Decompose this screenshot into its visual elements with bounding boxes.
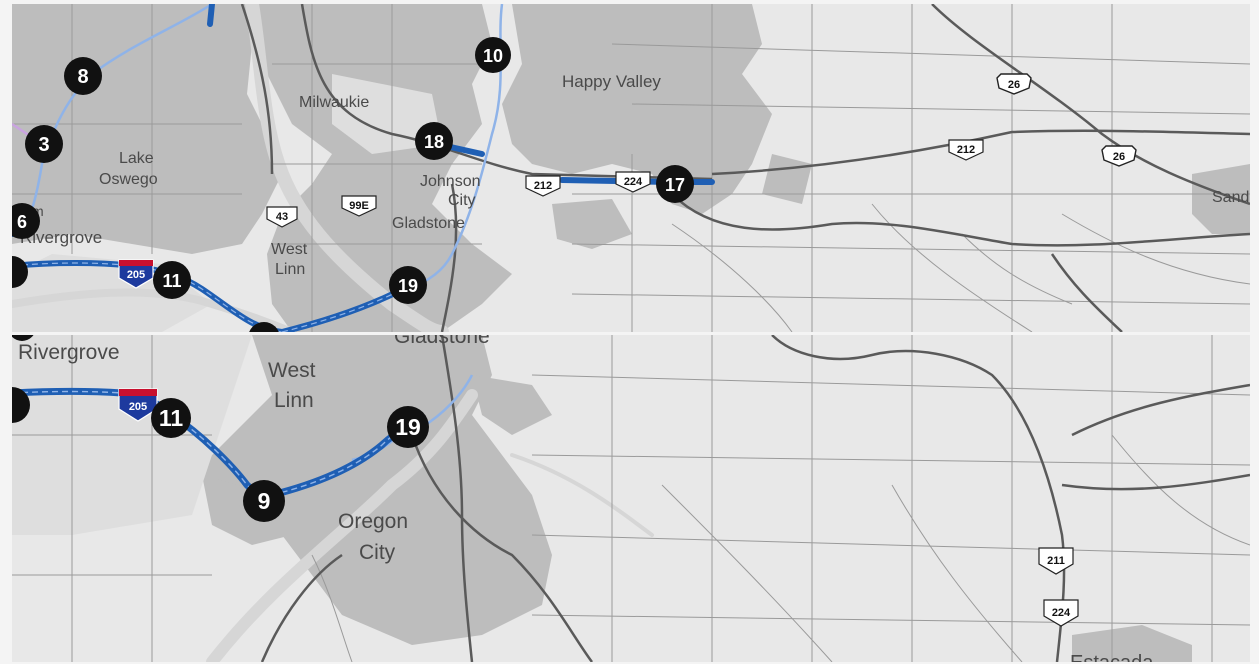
place-label-oswego: Oswego	[99, 171, 158, 188]
marker-17[interactable]: 17	[656, 165, 694, 203]
us-route-26-shield[interactable]: 26	[996, 73, 1032, 95]
place-label-west: West	[268, 359, 316, 382]
svg-text:9: 9	[258, 488, 271, 514]
svg-text:18: 18	[424, 132, 444, 152]
route-shields: 26 26 212 212 224	[118, 73, 1137, 289]
marker-partial-left	[12, 256, 28, 288]
place-label-estacada-partial: Estacada	[1070, 652, 1154, 662]
numbered-markers: 11 19 9	[12, 335, 429, 522]
us-route-26-shield-east[interactable]: 26	[1101, 145, 1137, 167]
place-label-city-oregon: City	[359, 541, 396, 564]
place-label-lake: Lake	[119, 150, 154, 167]
place-label-happy-valley: Happy Valley	[562, 72, 661, 91]
interstate-205-shield[interactable]: 205	[118, 259, 154, 289]
state-route-211-shield[interactable]: 211	[1038, 547, 1074, 575]
place-label-milwaukie: Milwaukie	[299, 94, 369, 111]
state-route-224-shield[interactable]: 224	[615, 171, 651, 193]
marker-6[interactable]: 6	[12, 203, 40, 239]
bottom-map-panel[interactable]: Rivergrove West Linn Oregon City Gladsto…	[12, 335, 1250, 662]
place-label-city-johnson: City	[448, 192, 476, 209]
svg-text:212: 212	[957, 144, 975, 156]
marker-18[interactable]: 18	[415, 122, 453, 160]
svg-text:6: 6	[17, 212, 27, 232]
place-label-gladstone: Gladstone	[392, 215, 465, 232]
svg-text:212: 212	[534, 180, 552, 192]
marker-partial-bottom	[249, 322, 279, 332]
place-label-linn: Linn	[274, 389, 314, 412]
marker-3[interactable]: 3	[25, 125, 63, 163]
marker-9[interactable]: 9	[243, 480, 285, 522]
top-map-panel[interactable]: Happy Valley Milwaukie Lake Oswego Johns…	[12, 4, 1250, 332]
minor-roads	[12, 4, 1250, 332]
marker-11[interactable]: 11	[151, 398, 191, 438]
place-label-oregon: Oregon	[338, 510, 408, 533]
svg-text:211: 211	[1047, 555, 1065, 567]
interstate-205-shield[interactable]: 205	[118, 388, 158, 422]
state-route-99e-shield[interactable]: 99E	[341, 195, 377, 217]
place-labels: Rivergrove West Linn Oregon City Gladsto…	[18, 335, 1154, 662]
top-map-canvas[interactable]: Happy Valley Milwaukie Lake Oswego Johns…	[12, 4, 1250, 332]
svg-text:205: 205	[129, 401, 147, 413]
place-label-rivergrove: Rivergrove	[20, 228, 102, 247]
svg-text:11: 11	[162, 271, 181, 291]
svg-text:19: 19	[395, 414, 421, 440]
svg-text:224: 224	[624, 176, 643, 188]
svg-text:17: 17	[665, 175, 685, 195]
svg-text:19: 19	[398, 276, 418, 296]
major-roads	[260, 335, 1250, 662]
svg-text:10: 10	[483, 46, 503, 66]
minor-roads	[12, 335, 1250, 662]
svg-text:43: 43	[276, 211, 288, 223]
svg-text:224: 224	[1052, 607, 1071, 619]
svg-text:26: 26	[1008, 79, 1020, 91]
svg-text:99E: 99E	[349, 200, 369, 212]
marker-10[interactable]: 10	[475, 37, 511, 73]
urban-areas	[12, 4, 1250, 332]
state-route-224-shield[interactable]: 224	[1043, 599, 1079, 627]
marker-partial-left	[12, 387, 30, 423]
bottom-map-canvas[interactable]: Rivergrove West Linn Oregon City Gladsto…	[12, 335, 1250, 662]
major-roads	[240, 4, 1250, 332]
place-label-rivergrove: Rivergrove	[18, 341, 120, 364]
marker-11[interactable]: 11	[153, 261, 191, 299]
place-label-linn: Linn	[275, 261, 305, 278]
state-route-212-shield-east[interactable]: 212	[948, 139, 984, 161]
svg-text:11: 11	[159, 405, 184, 431]
svg-text:26: 26	[1113, 151, 1125, 163]
route-shields: 205 211 224	[118, 388, 1079, 627]
place-label-m: m	[32, 203, 44, 219]
marker-19[interactable]: 19	[389, 266, 427, 304]
place-label-sand: Sand	[1212, 189, 1249, 206]
svg-text:205: 205	[127, 269, 145, 281]
place-labels: Happy Valley Milwaukie Lake Oswego Johns…	[20, 72, 1249, 278]
place-label-johnson: Johnson	[420, 173, 481, 190]
place-label-gladstone-partial: Gladstone	[394, 335, 490, 348]
svg-text:3: 3	[38, 134, 49, 156]
marker-8[interactable]: 8	[64, 57, 102, 95]
state-route-212-shield[interactable]: 212	[525, 175, 561, 197]
marker-partial-top	[12, 335, 34, 341]
state-route-43-shield[interactable]: 43	[266, 206, 298, 228]
svg-text:8: 8	[77, 66, 88, 88]
numbered-markers: 8 10 3 18 17	[12, 37, 694, 332]
place-label-west: West	[271, 241, 308, 258]
marker-19[interactable]: 19	[387, 406, 429, 448]
rivers	[206, 389, 654, 662]
